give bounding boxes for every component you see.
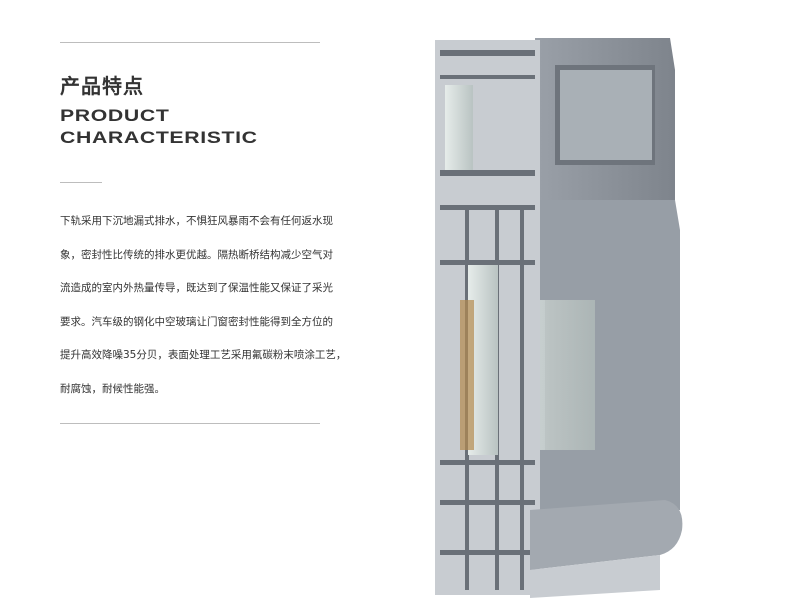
description-line: 耐腐蚀，耐候性能强。: [60, 382, 165, 395]
description-line: 流造成的室内外热量传导，既达到了保温性能又保证了采光: [60, 282, 333, 294]
bottom-divider: [60, 423, 320, 424]
page-title-english-line2: CHARACTERISTIC: [60, 128, 258, 147]
description-line: 象，密封性比传统的排水更优越。隔热断桥结构减少空气对: [60, 248, 333, 261]
product-description: 下轨采用下沉地漏式排水，不惧狂风暴雨不会有任何返水现 象，密封性比传统的排水更优…: [60, 205, 347, 406]
description-line: 下轨采用下沉地漏式排水，不惧狂风暴雨不会有任何返水现: [60, 215, 333, 227]
page-title-english-line1: PRODUCT: [60, 106, 170, 125]
page-title-chinese: 产品特点: [60, 74, 144, 98]
description-line: 提升高效降噪35分贝，表面处理工艺采用氟碳粉末喷涂工艺，: [60, 349, 347, 361]
top-divider: [60, 42, 320, 43]
short-divider: [60, 182, 102, 183]
window-profile-image: [435, 38, 683, 598]
description-line: 要求。汽车级的钢化中空玻璃让门窗密封性能得到全方位的: [60, 315, 333, 328]
